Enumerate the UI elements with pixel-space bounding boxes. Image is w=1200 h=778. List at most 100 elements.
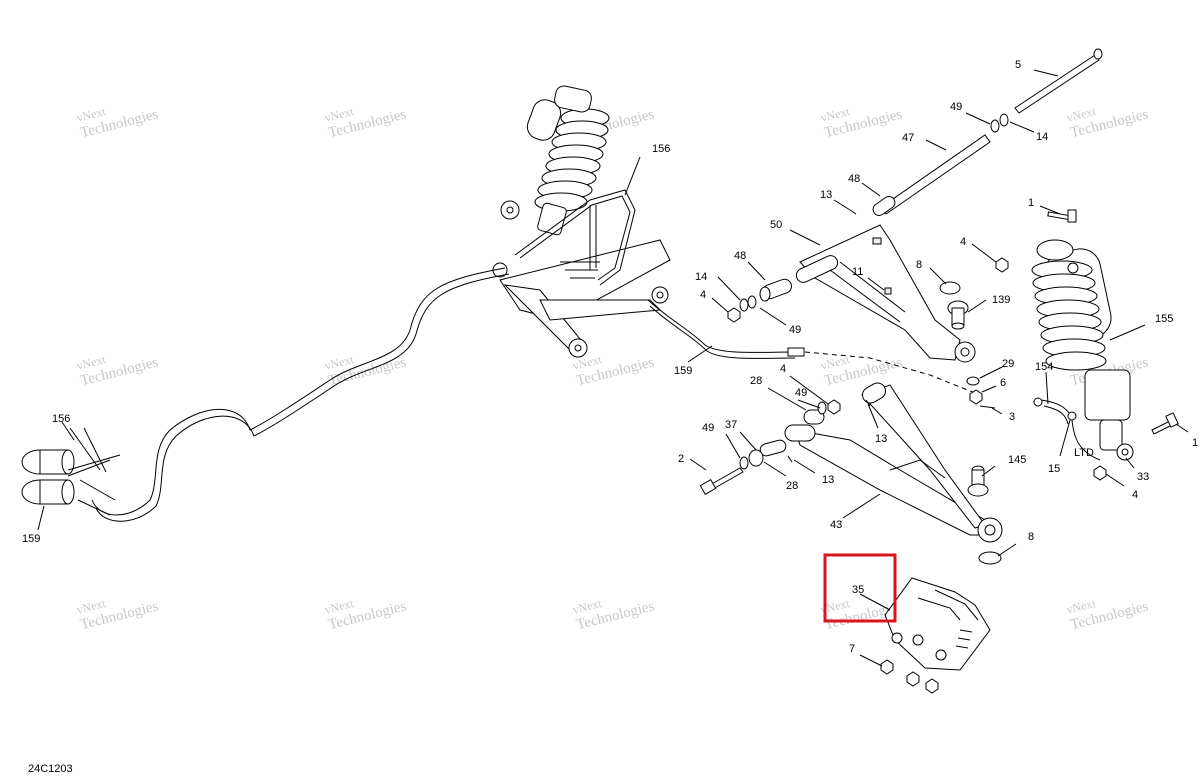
part-label-13: 13 [875,433,887,445]
watermark: vNext Technologies [819,104,904,141]
part-label-50: 50 [770,219,782,231]
part-label-4: 4 [780,363,786,375]
diagram-reference-code: 24C1203 [28,763,73,775]
watermark: vNext Technologies [323,352,408,389]
part-label-29: 29 [1002,358,1014,370]
nut-4-middle [827,399,841,415]
part-label-156: 156 [652,143,670,155]
part-label-33: 33 [1137,471,1149,483]
bushing-48-lower [759,278,793,302]
left-shock-spring [534,108,610,212]
left-shock-assembly [500,85,610,236]
brake-line-clamp [21,427,121,516]
retaining-ring-8-lower [978,551,1002,565]
lower-control-arm [784,382,1003,543]
watermark: vNext Technologies [1065,104,1150,141]
watermark: vNext Technologies [571,596,656,633]
clip-13-upper [849,209,857,215]
part-label-6: 6 [1000,377,1006,389]
left-control-arm [492,239,671,358]
part-label-35: 35 [852,584,864,596]
part-label-47: 47 [902,132,914,144]
part-label-159: 159 [22,533,40,545]
part-label-7: 7 [849,643,855,655]
part-label-28: 28 [750,375,762,387]
watermark: vNext Technologies [75,596,160,633]
washer-14-right [999,113,1009,127]
washer-14-49-left [739,295,757,312]
part-label-5: 5 [1015,59,1021,71]
bushing-28-lower [748,449,764,467]
part-label-3: 3 [1009,411,1015,423]
part-label-156: 156 [52,413,70,425]
bolt-2 [699,467,744,496]
nut-4-lower-right [1093,465,1107,481]
part-label-14: 14 [1036,131,1048,143]
watermark: vNext Technologies [819,352,904,389]
nut-4-upper-right [995,257,1009,273]
cotter-pin-3 [979,405,996,409]
skid-guard-tube [514,189,636,286]
part-label-8: 8 [916,259,922,271]
watermark: vNext Technologies [323,596,408,633]
part-label-159: 159 [674,365,692,377]
part-label-1: 1 [1192,437,1198,449]
part-label-139: 139 [992,294,1010,306]
part-label-4: 4 [1132,489,1138,501]
clip-13-mid [865,399,871,407]
clip-15 [1067,411,1077,421]
part-label-13: 13 [822,474,834,486]
part-label-ltd: LTD [1074,447,1094,459]
part-label-49: 49 [795,387,807,399]
right-shock-spring [1031,260,1107,371]
retaining-ring-8-upper [939,281,961,295]
pivot-bolt-5 [1014,48,1103,114]
part-label-11: 11 [852,266,863,278]
nut-4-left [727,307,741,323]
part-label-13: 13 [820,189,832,201]
part-label-28: 28 [786,480,798,492]
part-label-145: 145 [1008,454,1026,466]
washer-49-middle [817,401,827,415]
part-label-49: 49 [950,101,962,113]
watermark: vNext Technologies [75,352,160,389]
bolt-1-lower [1151,412,1179,435]
part-label-48: 48 [734,250,746,262]
washer-49-lower [739,456,749,470]
upper-control-arm [795,224,976,363]
part-label-155: 155 [1155,313,1173,325]
washer-29 [966,376,980,386]
ball-joint-139 [947,300,969,330]
part-label-1: 1 [1028,197,1034,209]
part-label-49: 49 [789,324,801,336]
part-label-48: 48 [848,173,860,185]
nut-6 [969,389,983,405]
part-label-43: 43 [830,519,842,531]
bushing-28-upper [803,409,825,425]
part-label-4: 4 [960,236,966,248]
brake-line [91,267,1101,522]
leader-lines [37,69,1189,667]
part-label-15: 15 [1048,463,1060,475]
watermark: vNext Technologies [1065,596,1150,633]
part-label-2: 2 [678,453,684,465]
part-label-8: 8 [1028,531,1034,543]
washer-49-right [990,119,1000,133]
ball-joint-145 [967,465,989,497]
part-35-highlight[interactable] [823,553,897,623]
part-label-154: 154 [1035,361,1053,373]
part-label-37: 37 [725,419,737,431]
part-label-49: 49 [702,422,714,434]
nuts-7 [880,659,939,694]
right-shock-assembly [1031,239,1134,461]
a-arm-guard-35 [884,577,991,671]
bushing-37 [759,439,787,457]
clip-13-lower [787,455,793,463]
bolt-1-upper [1047,209,1077,223]
watermark: vNext Technologies [75,104,160,141]
pivot-bolt-47 [872,134,991,216]
watermark: vNext Technologies [323,104,408,141]
part-label-14: 14 [695,271,707,283]
part-label-4: 4 [700,289,706,301]
